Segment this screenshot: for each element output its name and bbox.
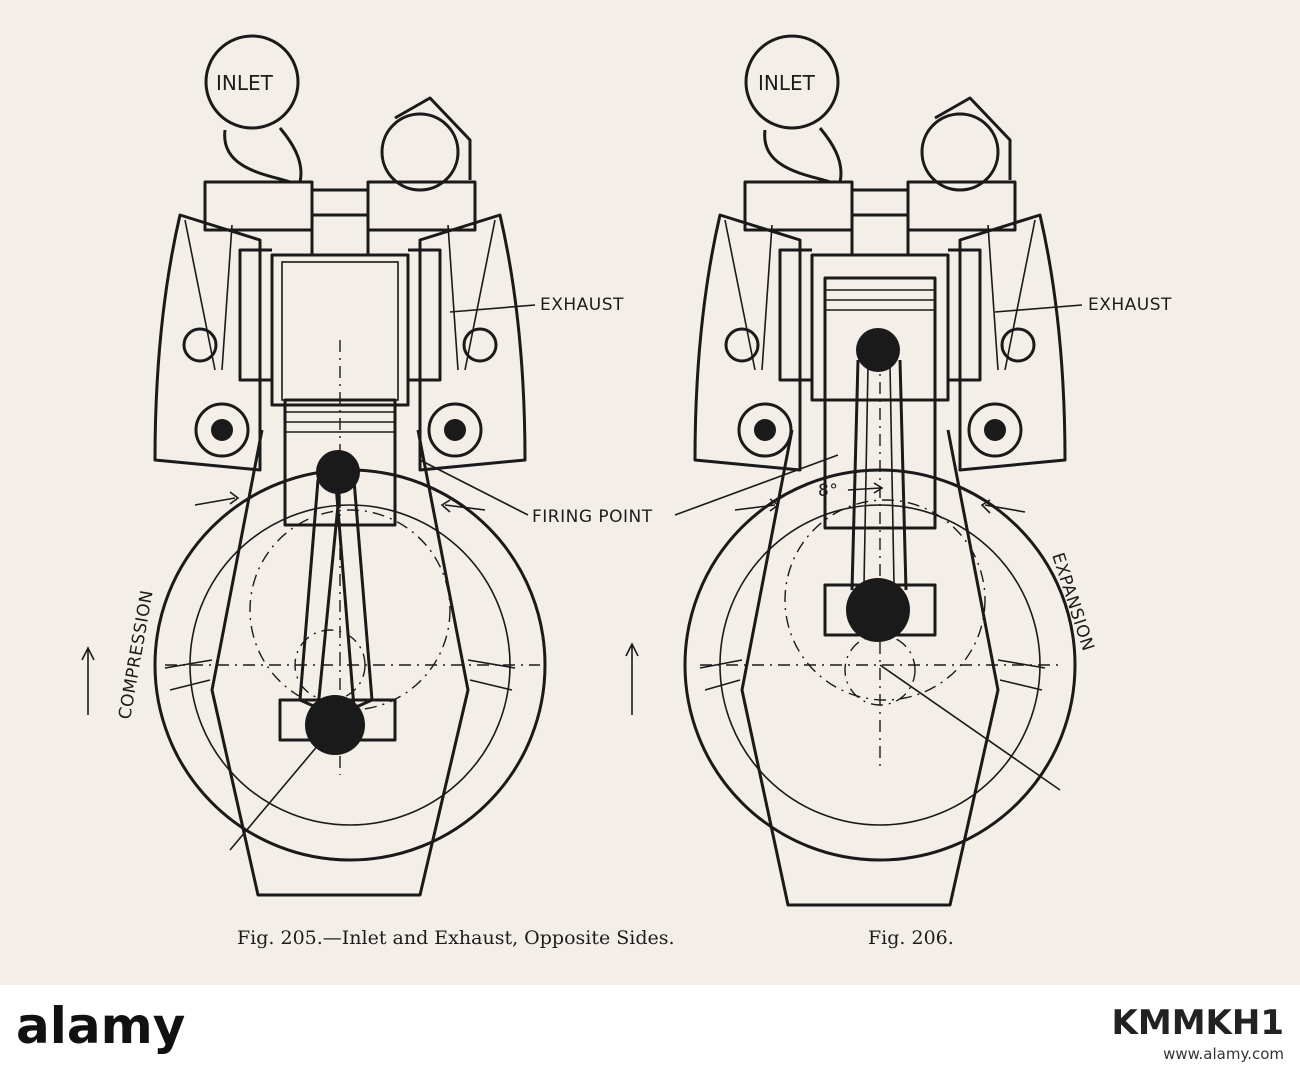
angle-marker (847, 482, 884, 494)
exhaust-valve-chest-right (906, 180, 1017, 232)
camshaft-right-205 (427, 402, 483, 458)
inlet-label-left: INLET (216, 71, 274, 95)
inlet-label-right: INLET (758, 71, 816, 95)
rotation-arrow-left-206 (734, 498, 780, 512)
rotation-arrow-right-205 (440, 499, 486, 513)
cylinder-head-right (850, 188, 910, 255)
firing-point-callout: FIRING POINT (419, 454, 839, 527)
compression-arrow (81, 646, 95, 715)
crankcase-flange-right (699, 659, 1046, 691)
connecting-rod-web-right (863, 364, 895, 586)
figure-206-engine: INLET EXHAUST 8° EXPANSION (625, 34, 1172, 907)
rocker-rod-left-1 (184, 219, 216, 371)
tappet-right-206 (1000, 327, 1036, 363)
tappet-left-206 (724, 327, 760, 363)
inlet-pipe-right (763, 127, 843, 184)
cylinder-left (270, 253, 410, 407)
cylinder-head-left (310, 188, 370, 255)
exhaust-valve-chest-left (366, 180, 477, 232)
crank-throw-right (879, 664, 1061, 791)
rotation-arrow-left-205 (194, 491, 240, 506)
site-url: www.alamy.com (1163, 1045, 1284, 1063)
compression-label: COMPRESSION (115, 588, 157, 720)
caption-fig-205: Fig. 205.—Inlet and Exhaust, Opposite Si… (237, 927, 675, 949)
rocker-rod-right-1 (464, 219, 496, 371)
left-cam-case-206 (693, 213, 802, 472)
inlet-port-left (238, 248, 272, 382)
rocker-rod-206-4 (987, 224, 999, 371)
rocker-rod-206-2 (761, 224, 773, 371)
book-page: INLET EXHAUST (81, 34, 1172, 949)
crank-throw-left (229, 724, 336, 851)
exhaust-outlet-left (380, 112, 460, 192)
engine-diagram: INLET EXHAUST (81, 34, 1172, 949)
tappet-right-205 (462, 327, 498, 363)
cylinder-right (810, 253, 950, 402)
crankcase-left (210, 429, 470, 897)
exhaust-hood-left (394, 96, 472, 180)
exhaust-label-right: EXHAUST (1088, 295, 1172, 315)
rocker-rod-206-3 (1004, 219, 1036, 371)
rotation-arrow-right-206 (980, 499, 1026, 514)
camshaft-right-206 (967, 402, 1023, 458)
stock-id: KMMKH1 (1111, 1003, 1284, 1043)
rocker-rod-left-2 (221, 224, 233, 371)
camshaft-left-206 (737, 402, 793, 458)
gudgeon-pin-right (856, 328, 900, 372)
inlet-valve-chest-right (743, 180, 854, 232)
exhaust-hood-right (934, 96, 1012, 180)
watermark-bar: alamy KMMKH1 www.alamy.com (0, 985, 1300, 1075)
cylinder-bore-left (281, 261, 399, 401)
exhaust-port-left (408, 248, 442, 382)
connecting-rod-right (850, 359, 908, 591)
left-cam-case-205 (153, 213, 262, 472)
camshaft-left-hub-206 (754, 419, 776, 441)
crank-pin-right (846, 578, 910, 642)
camshaft-left-205 (194, 402, 250, 458)
camshaft-right-hub-205 (444, 419, 466, 441)
inlet-port-right (778, 248, 812, 382)
exhaust-leader-left (449, 304, 536, 313)
exhaust-port-right (948, 248, 982, 382)
piston-right (823, 276, 937, 530)
rocker-rod-206-1 (724, 219, 756, 371)
caption-fig-206: Fig. 206. (868, 927, 954, 949)
crankcase-flange-left (164, 659, 516, 691)
tappet-left-205 (182, 327, 218, 363)
figure-205-engine: INLET EXHAUST (81, 34, 624, 897)
inlet-bulb-left (204, 34, 300, 130)
crank-pin-path-right (784, 499, 986, 701)
crank-pin-path-left (249, 509, 451, 711)
expansion-arrow (625, 642, 639, 715)
connecting-rod-left (298, 478, 374, 710)
angle-label: 8° (818, 481, 838, 501)
inlet-pipe-left (223, 127, 303, 184)
right-cam-case-206 (958, 213, 1067, 472)
alamy-logo-text: alamy (16, 997, 185, 1055)
camshaft-right-hub-206 (984, 419, 1006, 441)
firing-point-label: FIRING POINT (532, 507, 653, 527)
exhaust-leader-right (994, 304, 1083, 313)
crankcase-right (740, 429, 1000, 907)
camshaft-left-hub-205 (211, 419, 233, 441)
exhaust-label-left: EXHAUST (540, 295, 624, 315)
rocker-rod-right-2 (447, 224, 459, 371)
exhaust-outlet-right (920, 112, 1000, 192)
firing-leader-left (419, 459, 529, 516)
alamy-logo: alamy (16, 997, 185, 1055)
right-cam-case-205 (418, 213, 527, 472)
inlet-bulb-right (744, 34, 840, 130)
firing-leader-right (674, 454, 839, 516)
inlet-valve-chest-left (203, 180, 314, 232)
